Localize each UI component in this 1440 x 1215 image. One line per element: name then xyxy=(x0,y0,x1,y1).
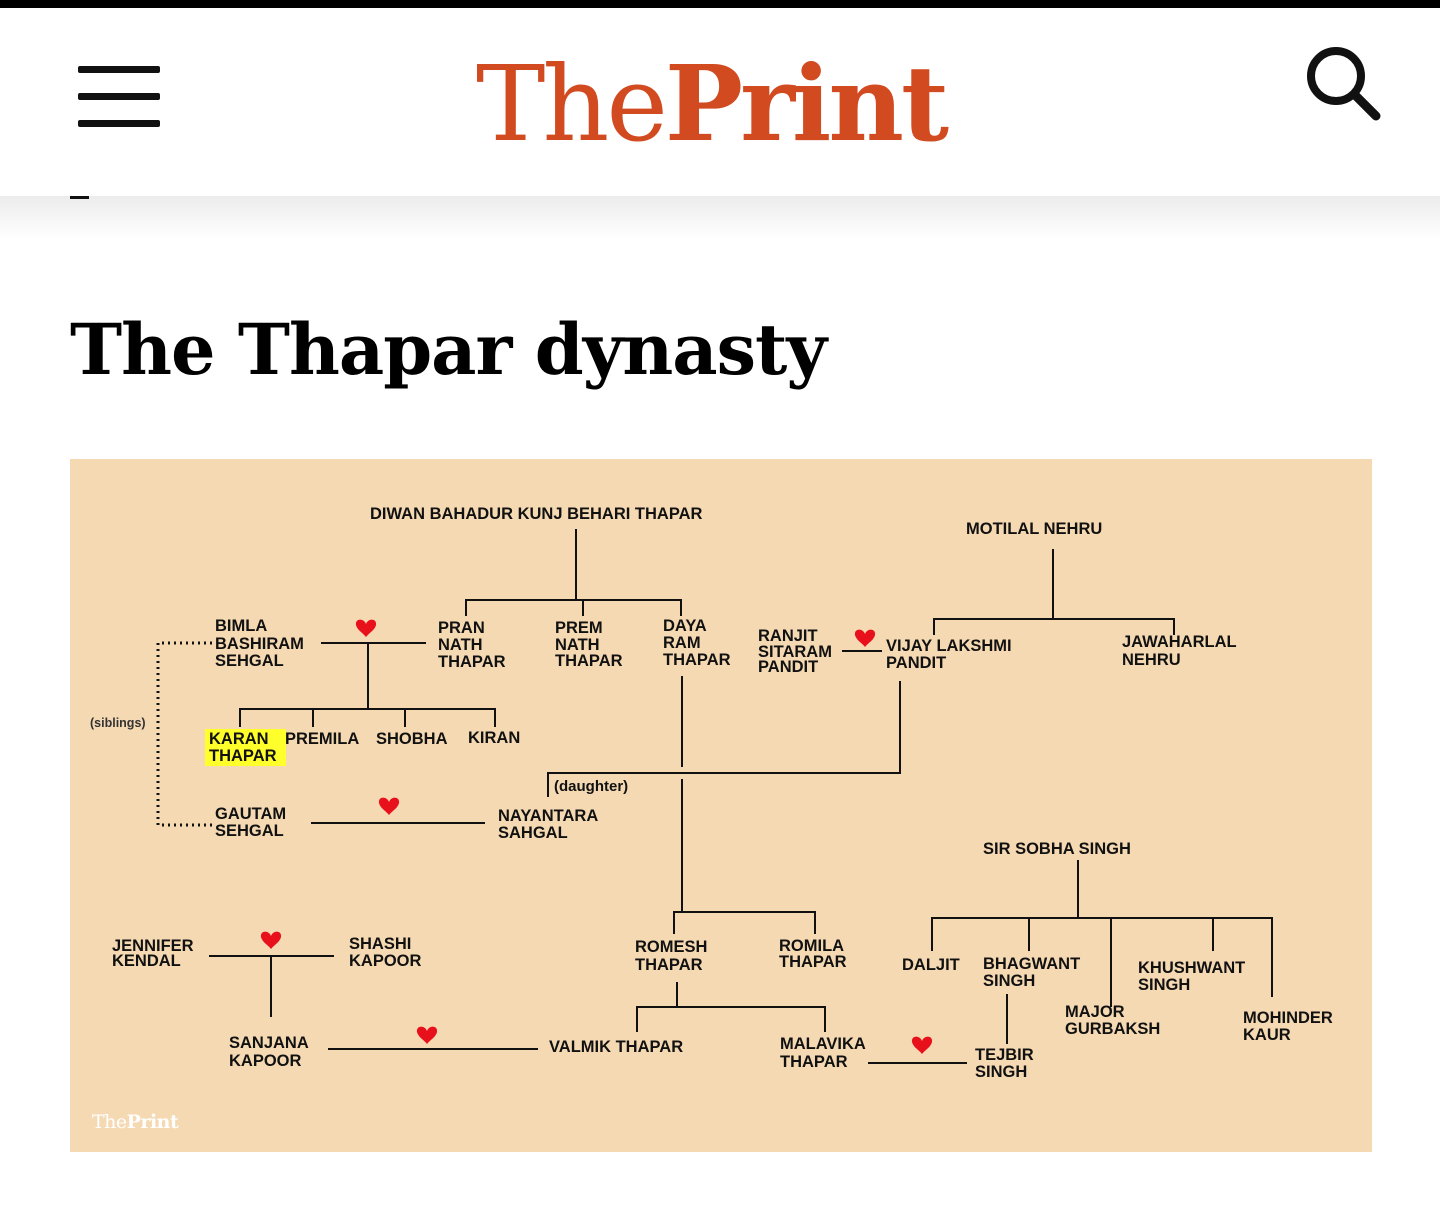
person-jennifer-kendal: JENNIFER KENDAL xyxy=(112,937,198,970)
top-border xyxy=(0,0,1440,8)
header-shadow xyxy=(0,196,1440,240)
person-romesh-thapar: ROMESH THAPAR xyxy=(635,938,712,974)
person-major-gurbaksh: MAJOR GURBAKSH xyxy=(1065,1003,1160,1038)
heart-icon xyxy=(911,1036,933,1054)
note-daughter: (daughter) xyxy=(554,778,628,795)
site-logo[interactable]: ThePrint xyxy=(476,42,976,165)
heart-icon xyxy=(416,1026,438,1044)
note-siblings: (siblings) xyxy=(90,716,146,730)
karan-highlight xyxy=(205,729,286,766)
person-romila-thapar: ROMILA THAPAR xyxy=(779,937,848,971)
person-daya-ram-thapar: DAYA RAM THAPAR xyxy=(663,617,731,669)
heart-icon xyxy=(260,931,282,949)
person-tejbir-singh: TEJBIR SINGH xyxy=(975,1046,1038,1081)
person-premila: PREMILA xyxy=(285,730,359,748)
person-motilal-nehru: MOTILAL NEHRU xyxy=(966,520,1102,538)
person-jawaharlal-nehru: JAWAHARLAL NEHRU xyxy=(1122,633,1241,669)
heart-icon xyxy=(355,619,377,637)
heart-icon xyxy=(378,797,400,815)
logo-the: The xyxy=(476,43,668,165)
person-bimla-sehgal: BIMLA BASHIRAM SEHGAL xyxy=(215,617,309,670)
person-khushwant-singh: KHUSHWANT SINGH xyxy=(1138,959,1250,994)
menu-bar xyxy=(78,66,160,73)
person-sir-sobha-singh: SIR SOBHA SINGH xyxy=(983,840,1131,858)
tree-lines xyxy=(209,529,1273,1064)
siblings-bracket xyxy=(156,641,212,827)
heart-icon xyxy=(854,629,876,647)
person-kunj-behari: DIWAN BAHADUR KUNJ BEHARI THAPAR xyxy=(370,505,703,523)
person-shobha: SHOBHA xyxy=(376,730,448,748)
watermark-print: Print xyxy=(126,1111,179,1133)
person-vijay-lakshmi-pandit: VIJAY LAKSHMI PANDIT xyxy=(886,637,1016,672)
person-karan-thapar: KARAN THAPAR xyxy=(209,730,277,765)
family-tree-diagram: DIWAN BAHADUR KUNJ BEHARI THAPAR MOTILAL… xyxy=(90,505,1337,1081)
person-shashi-kapoor: SHASHI KAPOOR xyxy=(349,935,422,970)
person-kiran: KIRAN xyxy=(468,729,520,747)
person-sanjana-kapoor: SANJANA KAPOOR xyxy=(229,1034,313,1070)
person-malavika-thapar: MALAVIKA THAPAR xyxy=(780,1035,870,1071)
menu-bar xyxy=(78,120,160,127)
heart-icons xyxy=(260,619,933,1054)
person-mohinder-kaur: MOHINDER KAUR xyxy=(1243,1009,1337,1044)
person-valmik-thapar: VALMIK THAPAR xyxy=(549,1038,683,1056)
divider-mark xyxy=(70,196,89,199)
figure-watermark-logo: ThePrint xyxy=(92,1111,179,1133)
article-title: The Thapar dynasty xyxy=(70,308,827,391)
person-pran-nath-thapar: PRAN NATH THAPAR xyxy=(438,619,506,671)
person-nayantara-sahgal: NAYANTARA SAHGAL xyxy=(498,807,602,842)
person-bhagwant-singh: BHAGWANT SINGH xyxy=(983,955,1085,990)
person-gautam-sehgal: GAUTAM SEHGAL xyxy=(215,805,291,840)
person-ranjit-sitaram-pandit: RANJIT SITARAM PANDIT xyxy=(758,627,837,676)
site-header xyxy=(0,8,1440,196)
hamburger-menu-icon[interactable] xyxy=(78,66,160,128)
watermark-the: The xyxy=(92,1111,127,1133)
menu-bar xyxy=(78,93,160,100)
person-daljit: DALJIT xyxy=(902,956,960,974)
logo-print: Print xyxy=(664,42,949,165)
search-icon[interactable] xyxy=(1300,40,1386,126)
person-prem-nath-thapar: PREM NATH THAPAR xyxy=(555,619,623,670)
family-tree-figure: DIWAN BAHADUR KUNJ BEHARI THAPAR MOTILAL… xyxy=(70,459,1372,1152)
